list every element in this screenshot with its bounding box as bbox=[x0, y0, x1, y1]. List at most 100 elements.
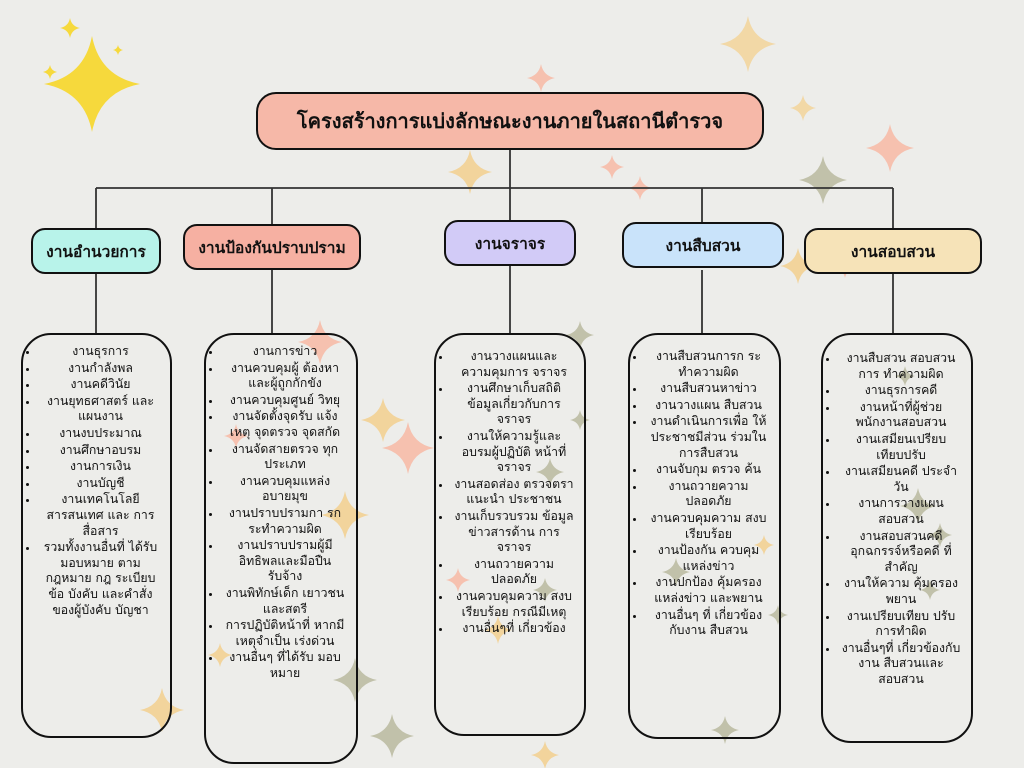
sparkle-star-icon bbox=[780, 248, 816, 284]
list-item: งานถวายความ ปลอดภัย bbox=[646, 479, 769, 510]
sparkle-star-icon bbox=[43, 65, 57, 79]
list-item: งานสอบสวนคดี อุกฉกรรจ์หรือคดี ที่สำคัญ bbox=[839, 529, 961, 576]
list-item: รวมทั้งงานอื่นที่ ได้รับมอบหมาย ตามกฎหมา… bbox=[39, 540, 160, 618]
list-investigation: งานสืบสวนการก ระทำความผิด งานสืบสวนหาข่า… bbox=[628, 333, 781, 739]
list-item: งานอื่นๆ ที่ เกี่ยวข้องกับงาน สืบสวน bbox=[646, 608, 769, 639]
list-item: งานการวางแผน สอบสวน bbox=[839, 496, 961, 527]
sparkle-star-icon bbox=[321, 491, 369, 539]
list-item: งานเก็บรวบรวม ข้อมูลข่าวสารด้าน การจราจร bbox=[452, 509, 574, 556]
list-traffic: งานวางแผนและ ความคุมการ จราจร งานศึกษาเก… bbox=[434, 333, 586, 736]
list-item: งานสอดส่อง ตรวจตราแนะนำ ประชาชน bbox=[452, 477, 574, 508]
list-item: งานสืบสวน สอบสวนการ ทำความผิด bbox=[839, 351, 961, 382]
sparkle-star-icon bbox=[446, 568, 470, 592]
list-item: งานถวายความ ปลอดภัย bbox=[452, 557, 574, 588]
list-item: งานสืบสวนการก ระทำความผิด bbox=[646, 349, 769, 380]
list-item: งานพิทักษ์เด็ก เยาวชน และสตรี bbox=[222, 586, 346, 617]
list-item: งานบัญชี bbox=[39, 476, 160, 492]
sparkle-star-icon bbox=[570, 410, 590, 430]
list-item: งานจัดสายตรวจ ทุกประเภท bbox=[222, 442, 346, 473]
list-item: งานปราบปรามกา รกระทำความผิด bbox=[222, 506, 346, 537]
list-item: งานสืบสวนหาข่าว bbox=[646, 381, 769, 397]
sparkle-star-icon bbox=[44, 36, 140, 132]
list-item: งานศึกษาอบรม bbox=[39, 443, 160, 459]
list-item: งานคดีวินัย bbox=[39, 377, 160, 393]
heading-traffic: งานจราจร bbox=[444, 220, 576, 266]
list-item: งานยุทธศาสตร์ และแผนงาน bbox=[39, 394, 160, 425]
list-item: งานหน้าที่ผู้ช่วย พนักงานสอบสวน bbox=[839, 400, 961, 431]
list-item: งานธุรการ bbox=[39, 344, 160, 360]
list-item: งานปกป้อง คุ้มครองแหล่งข่าว และพยาน bbox=[646, 575, 769, 606]
sparkle-star-icon bbox=[754, 535, 774, 555]
list-item: งานปราบปรามผู้มี อิทธิพลและมือปืน รับจ้า… bbox=[222, 538, 346, 585]
sparkle-star-icon bbox=[536, 458, 564, 486]
list-item: งานเสมียนคดี ประจำวัน bbox=[839, 464, 961, 495]
sparkle-star-icon bbox=[900, 488, 936, 524]
heading-administration: งานอำนวยการ bbox=[31, 228, 161, 274]
list-item: งานอื่นๆที่ เกี่ยวข้องกับงาน สืบสวนและ ส… bbox=[839, 641, 961, 688]
list-item: งานเปรียบเทียบ ปรับการทำผิด bbox=[839, 609, 961, 640]
list-inquiry: งานสืบสวน สอบสวนการ ทำความผิด งานธุรการค… bbox=[821, 333, 973, 743]
sparkle-star-icon bbox=[484, 616, 512, 644]
sparkle-star-icon bbox=[448, 150, 492, 194]
list-item: งานควบคุมศูนย์ วิทยุ bbox=[222, 393, 346, 409]
list-item: งานเสมียนเปรียบ เทียบปรับ bbox=[839, 432, 961, 463]
list-item: งานงบประมาณ bbox=[39, 426, 160, 442]
list-item: งานอื่นๆที่ เกี่ยวข้อง bbox=[452, 621, 574, 637]
heading-crime-prevention: งานป้องกันปราบปราม bbox=[183, 224, 361, 270]
sparkle-star-icon bbox=[566, 321, 594, 349]
list-administration: งานธุรการ งานกำลังพล งานคดีวินัย งานยุทธ… bbox=[21, 333, 172, 738]
sparkle-star-icon bbox=[711, 716, 739, 744]
list-item: งานกำลังพล bbox=[39, 361, 160, 377]
sparkle-star-icon bbox=[790, 95, 816, 121]
sparkle-star-icon bbox=[662, 558, 690, 586]
list-item: งานควบคุมแหล่ง อบายมุข bbox=[222, 474, 346, 505]
heading-investigation: งานสืบสวน bbox=[622, 222, 784, 268]
sparkle-star-icon bbox=[531, 741, 559, 768]
task-list: งานสืบสวนการก ระทำความผิด งานสืบสวนหาข่า… bbox=[636, 349, 769, 639]
sparkle-star-icon bbox=[895, 366, 915, 386]
task-list: งานการข่าว งานควบคุมผู้ ต้องหา และผู้ถูก… bbox=[212, 344, 346, 681]
sparkle-star-icon bbox=[60, 18, 80, 38]
sparkle-star-icon bbox=[298, 320, 342, 364]
sparkle-star-icon bbox=[768, 605, 788, 625]
list-item: งานป้องกัน ควบคุมแหล่งข่าว bbox=[646, 543, 769, 574]
list-item: งานให้ความรู้และ อบรมผู้ปฏิบัติ หน้าที่จ… bbox=[452, 429, 574, 476]
list-item: งานอื่นๆ ที่ได้รับ มอบหมาย bbox=[222, 650, 346, 681]
sparkle-star-icon bbox=[600, 155, 624, 179]
list-item: งานควบคุมความ สงบเรียบร้อย กรณีมีเหตุ bbox=[452, 589, 574, 620]
list-item: งานเทคโนโลยี สารสนเทศ และ การสื่อสาร bbox=[39, 492, 160, 539]
sparkle-star-icon bbox=[799, 156, 847, 204]
sparkle-star-icon bbox=[370, 714, 414, 758]
list-item: งานศึกษาเก็บสถิติ ข้อมูลเกี่ยวกับการ จรา… bbox=[452, 381, 574, 428]
list-item: งานจับกุม ตรวจ ค้น bbox=[646, 462, 769, 478]
sparkle-star-icon bbox=[224, 424, 248, 448]
sparkle-star-icon bbox=[333, 658, 377, 702]
sparkle-star-icon bbox=[527, 64, 555, 92]
sparkle-star-icon bbox=[928, 523, 952, 547]
list-item: งานธุรการคดี bbox=[839, 383, 961, 399]
list-item: การปฏิบัติหน้าที่ หากมีเหตุจำเป็น เร่งด่… bbox=[222, 618, 346, 649]
list-item: งานการเงิน bbox=[39, 459, 160, 475]
list-crime-prevention: งานการข่าว งานควบคุมผู้ ต้องหา และผู้ถูก… bbox=[204, 333, 358, 764]
sparkle-star-icon bbox=[920, 580, 940, 600]
task-list: งานสืบสวน สอบสวนการ ทำความผิด งานธุรการค… bbox=[829, 351, 961, 687]
sparkle-star-icon bbox=[720, 16, 776, 72]
list-item: งานการข่าว bbox=[222, 344, 346, 360]
list-item: งานดำเนินการเพื่อ ให้ประชาชมีส่วน ร่วมใน… bbox=[646, 414, 769, 461]
task-list: งานวางแผนและ ความคุมการ จราจร งานศึกษาเก… bbox=[442, 349, 574, 637]
list-item: งานวางแผนและ ความคุมการ จราจร bbox=[452, 349, 574, 380]
heading-inquiry: งานสอบสวน bbox=[804, 228, 982, 274]
list-item: งานควบคุมผู้ ต้องหา และผู้ถูกกักขัง bbox=[222, 361, 346, 392]
sparkle-star-icon bbox=[382, 422, 434, 474]
list-item: งานจัดตั้งจุดรับ แจ้งเหตุ จุดตรวจ จุดสกั… bbox=[222, 409, 346, 440]
sparkle-star-icon bbox=[533, 578, 557, 602]
sparkle-star-icon bbox=[361, 398, 405, 442]
sparkle-star-icon bbox=[113, 45, 123, 55]
page-title: โครงสร้างการแบ่งลักษณะงานภายในสถานีตำรวจ bbox=[256, 92, 764, 150]
list-item: งานวางแผน สืบสวน bbox=[646, 398, 769, 414]
sparkle-star-icon bbox=[866, 124, 914, 172]
list-item: งานให้ความ คุ้มครองพยาน bbox=[839, 576, 961, 607]
task-list: งานธุรการ งานกำลังพล งานคดีวินัย งานยุทธ… bbox=[29, 344, 160, 618]
list-item: งานควบคุมความ สงบเรียบร้อย bbox=[646, 511, 769, 542]
